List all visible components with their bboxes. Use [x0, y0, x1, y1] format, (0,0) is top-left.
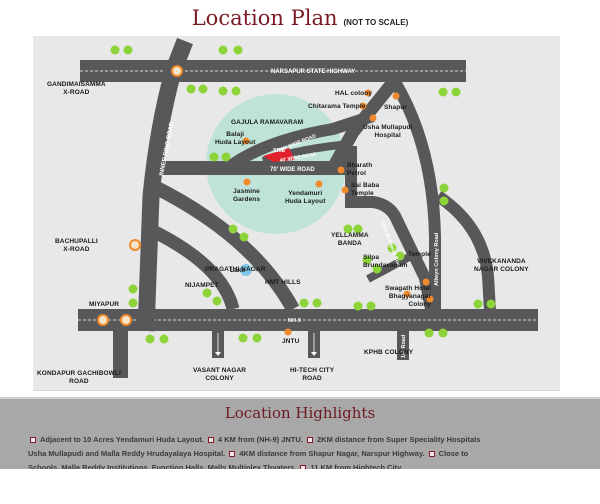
junction-gandimaisamma [171, 65, 183, 77]
usha-mullapudi-road [345, 146, 437, 311]
label-jntu: JNTU [282, 338, 300, 345]
allwyn-colony-road [389, 78, 441, 311]
highlights-title: Location Highlights [224, 404, 376, 422]
svg-text:70' WIDE ROAD: 70' WIDE ROAD [270, 167, 315, 173]
map-graphics: INNER RING ROAD 100' WIDE ROAD 40' WIDE … [78, 37, 538, 378]
svg-text:SITE: SITE [273, 148, 286, 154]
highlights-line-1: Adjacent to 10 Acres Yendamuri Huda Layo… [28, 433, 598, 447]
title-text: Location Plan [191, 6, 338, 30]
page-title: Location Plan (NOT TO SCALE) [0, 6, 600, 30]
junction-miyapur [97, 314, 109, 326]
label-hal-colony: HAL colony [335, 90, 372, 97]
label-kphb-colony: KPHB COLONY [364, 349, 414, 356]
bullet-icon [30, 436, 36, 443]
poi-markers [242, 89, 434, 336]
inner-ring-road [137, 37, 193, 332]
svg-text:1st Road: 1st Road [401, 335, 407, 358]
first-road [397, 328, 409, 360]
svg-text:NH-9: NH-9 [288, 318, 301, 324]
shapur-connector-road [327, 75, 401, 172]
nijampet-road [149, 179, 300, 313]
bullet-icon [207, 436, 214, 443]
label-lake: Lake [230, 267, 246, 274]
highlights-line-2: Usha Mullapudi and Malla Reddy Hrudayala… [28, 449, 469, 458]
bullet-icon [229, 450, 236, 457]
svg-text:Allwyn Colony Road: Allwyn Colony Road [434, 233, 440, 286]
label-nijampet: NIJAMPET [185, 282, 219, 289]
lake-marker [240, 264, 252, 276]
label-temple: Temple [408, 251, 431, 258]
road-100ft [224, 110, 375, 173]
location-map: INNER RING ROAD 100' WIDE ROAD 40' WIDE … [33, 36, 560, 391]
svg-text:NARSAPUR STATE HIGHWAY: NARSAPUR STATE HIGHWAY [271, 69, 355, 75]
tree-markers [110, 45, 496, 344]
location-highlights-panel: Location Highlights Adjacent to 10 Acres… [0, 397, 600, 472]
label-pragathi-nagar: PRAGATHI NAGAR [205, 266, 266, 273]
highlights-list: Adjacent to 10 Acres Yendamuri Huda Layo… [28, 433, 598, 475]
label-gajula-ramavaram: GAJULA RAMAVARAM [231, 119, 304, 126]
label-hmt-hills: HMT HILLS [265, 279, 301, 286]
junction-miyapur-2 [120, 314, 132, 326]
label-chitarama-temple: Chitarama Temple [308, 103, 366, 110]
site-marker [263, 148, 295, 162]
bullet-icon [307, 436, 313, 443]
label-miyapur: MIYAPUR [89, 301, 120, 308]
label-shapur: Shapur [384, 104, 407, 111]
bullet-icon [428, 450, 435, 457]
title-subtitle: (NOT TO SCALE) [343, 18, 409, 27]
footer-space [0, 469, 600, 504]
road-70ft [151, 156, 356, 175]
junction-bachupalli [129, 239, 141, 251]
